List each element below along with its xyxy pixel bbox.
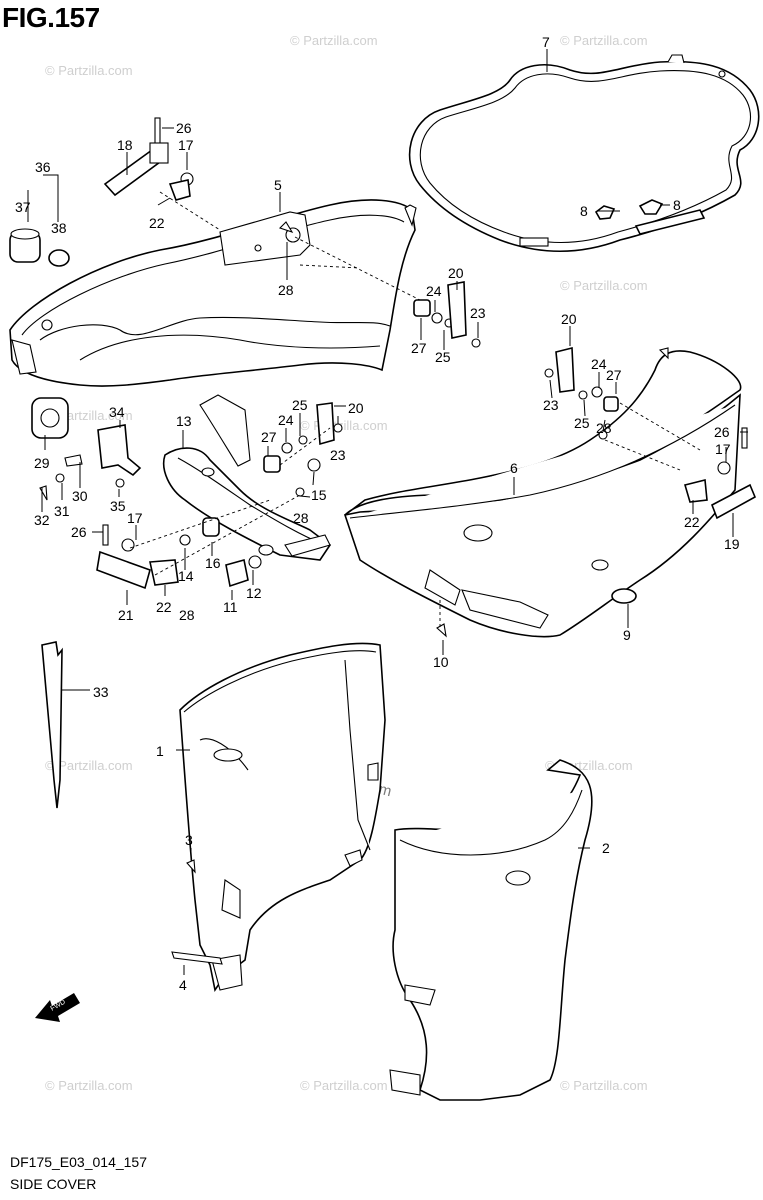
watermark: © Partzilla.com [45,63,133,78]
callout: 31 [54,503,70,519]
callout: 5 [274,177,282,193]
callout: 22 [149,215,165,231]
lower-cover-left-part [179,642,386,993]
callout: 26 [176,120,192,136]
callout: 28 [596,420,612,436]
callout: 23 [330,447,346,463]
assembly-lines [129,191,701,628]
watermark: © Partzilla.com [560,278,648,293]
callout: 8 [673,197,681,213]
grommet-part [594,199,706,235]
callout: 24 [278,412,294,428]
callout: 10 [433,654,449,670]
callout: 28 [179,607,195,623]
callout: 17 [178,137,194,153]
callout: 28 [278,282,294,298]
callout: 22 [156,599,172,615]
callout: 25 [435,349,451,365]
watermark: © Partzilla.com [290,33,378,48]
callout: 22 [684,514,700,530]
callout: 3 [185,832,193,848]
callout: 17 [715,441,731,457]
watermark: © Partzilla.com [300,418,388,433]
callout: 12 [246,585,262,601]
callout: 16 [205,555,221,571]
callout: 9 [623,627,631,643]
callout: 6 [510,460,518,476]
callout: 25 [292,397,308,413]
callout: 33 [93,684,109,700]
watermark: © Partzilla.com [560,1078,648,1093]
callout: 29 [34,455,50,471]
callout: 38 [51,220,67,236]
plug-part [611,588,637,604]
callout: 26 [714,424,730,440]
parts-diagram: © Partzilla.com © Partzilla.com © Partzi… [9,33,760,1101]
watermark: © Partzilla.com [560,33,648,48]
callout-labels: 1 2 3 4 5 6 7 8 8 9 10 11 12 13 14 15 16… [15,34,740,993]
callout: 32 [34,512,50,528]
callout: 23 [543,397,559,413]
upper-cover-left-part [9,199,417,387]
upper-cover-right-part [343,347,742,638]
callout: 24 [426,283,442,299]
callout: 24 [591,356,607,372]
watermark: © Partzilla.com [300,1078,388,1093]
front-lower-cover-part [163,394,332,561]
figure-title: FIG.157 [2,2,100,33]
callout: 23 [470,305,486,321]
callout: 37 [15,199,31,215]
callout: 27 [411,340,427,356]
callout: 18 [117,137,133,153]
callout: 21 [118,607,134,623]
callout: 20 [561,311,577,327]
callout: 35 [110,498,126,514]
seal-ring-part [408,54,760,253]
callout: 28 [293,510,309,526]
leader-lines [27,49,748,975]
callout: 14 [178,568,194,584]
callout: 19 [724,536,740,552]
callout: 17 [127,510,143,526]
callout: 36 [35,159,51,175]
small-parts [9,117,757,965]
band-part [41,641,63,809]
diagram-code: DF175_E03_014_157 [10,1154,148,1170]
callout: 20 [348,400,364,416]
callout: 20 [448,265,464,281]
diagram-caption: SIDE COVER [10,1176,97,1192]
fwd-arrow-icon: FWD [35,993,80,1022]
lower-cover-right-part [389,759,593,1101]
callout: 8 [580,203,588,219]
callout: 34 [109,404,125,420]
cap-part [48,249,70,267]
callout: 26 [71,524,87,540]
watermark: © Partzilla.com [45,758,133,773]
callout: 13 [176,413,192,429]
callout: 27 [606,367,622,383]
callout: 1 [156,743,164,759]
watermark: © Partzilla.com [45,1078,133,1093]
callout: 27 [261,429,277,445]
callout: 15 [311,487,327,503]
callout: 30 [72,488,88,504]
callout: 7 [542,34,550,50]
callout: 25 [574,415,590,431]
callout: 2 [602,840,610,856]
callout: 11 [223,599,238,615]
callout: 4 [179,977,187,993]
